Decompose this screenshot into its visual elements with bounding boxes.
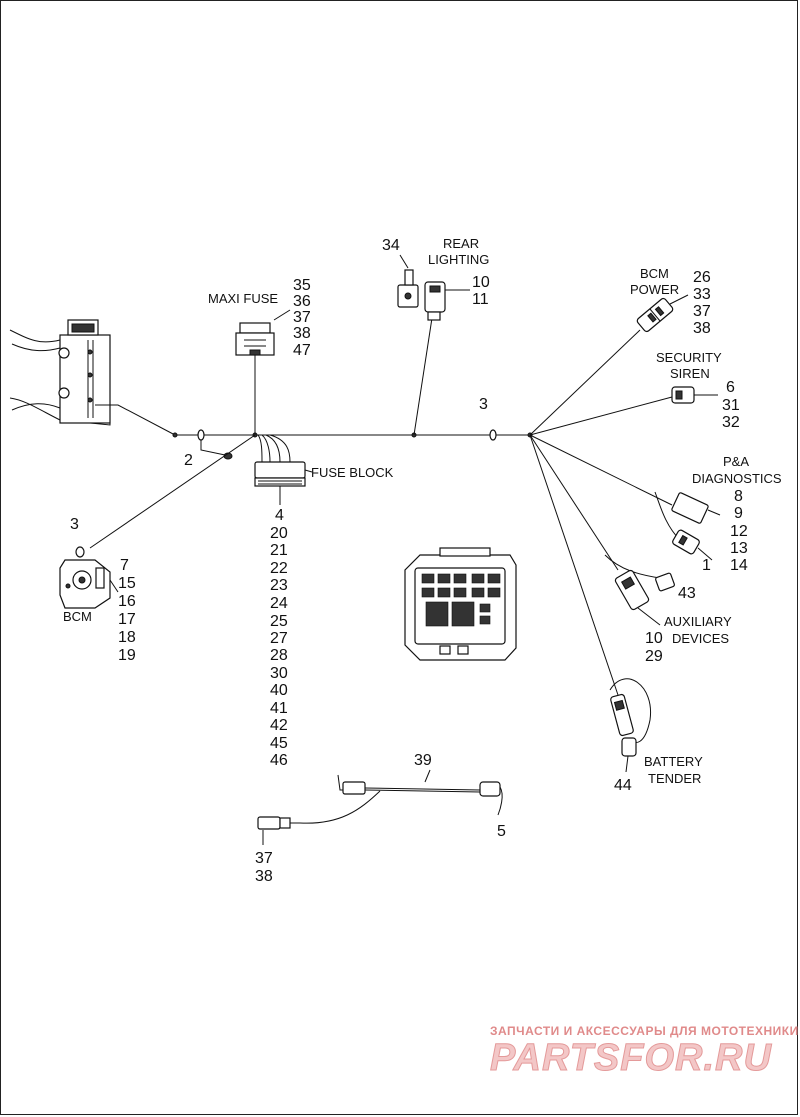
fuse-block-label: FUSE BLOCK xyxy=(311,465,394,480)
callout: 47 xyxy=(293,342,311,359)
callout: 20 xyxy=(270,525,288,542)
callout: 31 xyxy=(722,397,740,414)
callout: 16 xyxy=(118,593,136,610)
callout: 11 xyxy=(472,291,489,308)
auxiliary-devices-label: AUXILIARY xyxy=(664,614,732,629)
callout: 22 xyxy=(270,560,288,577)
callout: 45 xyxy=(270,735,288,752)
callout: 43 xyxy=(678,585,696,602)
callout: 10 xyxy=(472,274,490,291)
callout: 18 xyxy=(118,629,136,646)
callout: 3 xyxy=(479,396,488,413)
callout: 24 xyxy=(270,595,288,612)
callout: 37 xyxy=(255,850,273,867)
auxiliary-devices-label: DEVICES xyxy=(672,631,729,646)
callout: 35 xyxy=(293,277,311,294)
callout: 44 xyxy=(614,777,632,794)
bcm-power-connector xyxy=(529,294,689,436)
fuse-block xyxy=(254,434,313,505)
callout: 17 xyxy=(118,611,136,628)
callout: 29 xyxy=(645,648,663,665)
text-labels: MAXI FUSE 35 36 37 38 47 34 REAR LIGHTIN… xyxy=(63,236,782,885)
callout: 8 xyxy=(734,488,743,505)
callout: 26 xyxy=(693,269,711,286)
battery-tender-label: TENDER xyxy=(648,771,701,786)
callout: 3 xyxy=(70,516,79,533)
pa-diagnostics-label: DIAGNOSTICS xyxy=(692,471,782,486)
callout: 27 xyxy=(270,630,288,647)
callout: 5 xyxy=(497,823,506,840)
callout: 32 xyxy=(722,414,740,431)
bcm-label: BCM xyxy=(63,609,92,624)
callout: 12 xyxy=(730,523,748,540)
battery-tender-label: BATTERY xyxy=(644,754,703,769)
callout: 41 xyxy=(270,700,288,717)
pa-diagnostics-connector xyxy=(529,434,721,561)
watermark-tagline: ЗАПЧАСТИ И АКСЕССУАРЫ ДЛЯ МОТОТЕХНИКИ xyxy=(490,1024,799,1038)
callout: 36 xyxy=(293,293,311,310)
callout: 38 xyxy=(255,868,273,885)
callout: 9 xyxy=(734,505,743,522)
callout: 4 xyxy=(275,507,284,524)
callout: 38 xyxy=(293,325,311,342)
callout: 33 xyxy=(693,286,711,303)
callout: 46 xyxy=(270,752,288,769)
callout: 39 xyxy=(414,752,432,769)
callout: 30 xyxy=(270,665,288,682)
security-siren-connector xyxy=(529,386,718,436)
callout: 6 xyxy=(726,379,735,396)
rear-lighting-label: LIGHTING xyxy=(428,252,489,267)
callout: 37 xyxy=(293,309,311,326)
security-siren-label: SECURITY xyxy=(656,350,722,365)
sub-harness xyxy=(257,769,503,845)
main-trunk xyxy=(172,429,533,460)
callout: 42 xyxy=(270,717,288,734)
callout: 13 xyxy=(730,540,748,557)
callout: 2 xyxy=(184,452,193,469)
pa-diagnostics-label: P&A xyxy=(723,454,749,469)
bcm-power-label: BCM xyxy=(640,266,669,281)
rear-lighting-label: REAR xyxy=(443,236,479,251)
callout: 38 xyxy=(693,320,711,337)
callout: 10 xyxy=(645,630,663,647)
callout: 15 xyxy=(118,575,136,592)
callout: 23 xyxy=(270,577,288,594)
security-siren-label: SIREN xyxy=(670,366,710,381)
callout: 34 xyxy=(382,237,400,254)
battery-tender-connector xyxy=(529,434,652,773)
bcm-module xyxy=(59,434,256,609)
frame-bracket xyxy=(9,319,176,436)
callout: 21 xyxy=(270,542,288,559)
callout: 28 xyxy=(270,647,288,664)
maxi-fuse-label: MAXI FUSE xyxy=(208,291,278,306)
watermark: ЗАПЧАСТИ И АКСЕССУАРЫ ДЛЯ МОТОТЕХНИКИ PA… xyxy=(490,1024,799,1080)
callout: 19 xyxy=(118,647,136,664)
rear-lighting-connector xyxy=(397,254,470,436)
callout: 25 xyxy=(270,613,288,630)
callout: 40 xyxy=(270,682,288,699)
bcm-power-label: POWER xyxy=(630,282,679,297)
callout: 37 xyxy=(693,303,711,320)
callout: 1 xyxy=(702,557,711,574)
auxiliary-devices-connector xyxy=(529,434,675,626)
fuse-block-detail xyxy=(404,547,517,661)
callout: 14 xyxy=(730,557,748,574)
maxi-fuse xyxy=(235,309,291,435)
watermark-brand: PARTSFOR.RU xyxy=(490,1037,772,1079)
callout: 7 xyxy=(120,557,129,574)
